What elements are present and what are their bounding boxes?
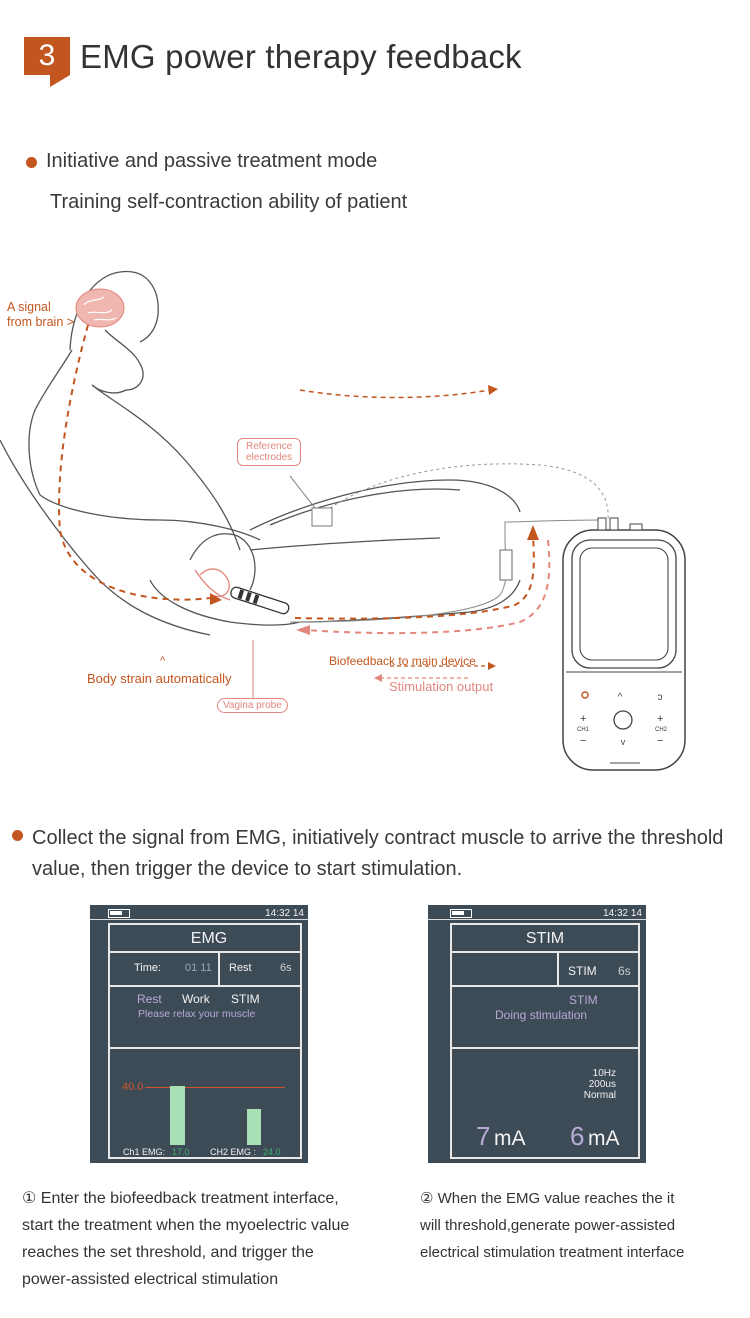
stim-label: STIM: [568, 964, 597, 978]
clock-text: 14:32 14: [603, 908, 642, 919]
vagina-probe-tag: Vagina probe: [217, 698, 288, 713]
current2-unit: mA: [588, 1127, 620, 1150]
status-text: Doing stimulation: [495, 1008, 588, 1022]
ch2-emg-label: CH2 EMG :: [210, 1147, 257, 1157]
brain-icon: [75, 288, 125, 328]
ch2-emg-bar: [247, 1109, 261, 1145]
current1-value: 7: [476, 1121, 491, 1151]
svg-text:^: ^: [618, 692, 623, 703]
emg-therapy-diagram: ^ ɔ v: [0, 270, 686, 771]
rest-label: Rest: [229, 962, 252, 974]
left-caption: ① Enter the biofeedback treatment interf…: [22, 1185, 402, 1293]
biofeedback-path: [294, 534, 535, 620]
mode-rest: Rest: [137, 992, 162, 1006]
instruction-text: Please relax your muscle: [138, 1008, 256, 1020]
left-caption-line: reaches the set threshold, and trigger t…: [22, 1244, 314, 1261]
current1-unit: mA: [494, 1127, 526, 1150]
reference-label-line2: electrodes: [246, 452, 293, 463]
section-number-badge: 3: [24, 37, 70, 75]
threshold-value: 40.0: [122, 1081, 144, 1093]
emg-screen: 14:32 14 EMG Time: 01 11 Rest 6s Rest Wo…: [90, 905, 308, 1163]
stim-title: STIM: [525, 930, 565, 947]
ch1-emg-label: Ch1 EMG:: [123, 1147, 166, 1157]
body-strain-caret: ^: [160, 655, 166, 667]
device-ch1-plus: +: [580, 713, 587, 725]
brain-signal-label-line2: from brain >: [7, 315, 75, 329]
right-caption: ② When the EMG value reaches the it will…: [420, 1185, 740, 1266]
left-caption-line: start the treatment when the myoelectric…: [22, 1217, 350, 1234]
ch1-emg-bar: [170, 1086, 185, 1145]
device-ch2-minus: −: [657, 735, 664, 747]
vagina-probe-icon: [230, 586, 290, 615]
brain-signal-label: A signal from brain >: [7, 300, 74, 330]
mode-work: Work: [182, 992, 210, 1006]
emg-title: EMG: [190, 930, 228, 947]
stim-screen: 14:32 14 STIM STIM 6s STIM Doing stimula…: [428, 905, 646, 1163]
rest-value: 6s: [280, 962, 292, 974]
svg-text:ɔ: ɔ: [658, 692, 663, 703]
ch2-emg-value: 24.0: [263, 1147, 281, 1157]
battery-icon: [108, 909, 130, 918]
right-caption-line: will threshold,generate power-assisted: [420, 1217, 676, 1234]
device-ch2-label: CH2: [655, 727, 668, 733]
device-ch2-plus: +: [657, 713, 664, 725]
reference-electrodes-tag: Reference electrodes: [237, 438, 302, 466]
battery-icon: [450, 909, 472, 918]
clock-text: 14:32 14: [265, 908, 304, 919]
reference-label-line1: Reference: [246, 441, 293, 452]
width-value: 200us: [588, 1079, 616, 1090]
mode-stim: STIM: [231, 992, 260, 1006]
stim-rest-value: 6s: [618, 964, 631, 978]
time-value: 01 11: [185, 962, 212, 974]
body-strain-label: Body strain automatically: [87, 671, 232, 686]
mode-value: Normal: [583, 1090, 616, 1101]
brain-signal-label-line1: A signal: [7, 300, 51, 314]
bullet-dot: [12, 830, 23, 841]
badge-tail: [50, 75, 70, 87]
device-ch1-label: CH1: [577, 727, 590, 733]
status-stim: STIM: [569, 993, 598, 1007]
left-caption-line: power-assisted electrical stimulation: [22, 1271, 279, 1288]
freq-value: 10Hz: [592, 1068, 616, 1079]
bullet-dot: [26, 157, 37, 168]
stimulation-path: [304, 539, 551, 635]
ch1-emg-value: 17.0: [172, 1147, 190, 1157]
collect-description: Collect the signal from EMG, initiativel…: [32, 827, 724, 880]
left-caption-line: ① Enter the biofeedback treatment interf…: [22, 1190, 339, 1207]
current2-value: 6: [570, 1121, 585, 1151]
threshold-line: [145, 1087, 285, 1088]
device-ch1-minus: −: [580, 735, 587, 747]
stimulation-output-label: Stimulation output: [389, 679, 494, 694]
biofeedback-label: Biofeedback to main device: [329, 654, 476, 668]
section-title: EMG power therapy feedback: [80, 38, 522, 75]
right-caption-line: ② When the EMG value reaches the it: [420, 1190, 675, 1207]
mode-subheading: Training self-contraction ability of pat…: [50, 191, 408, 213]
right-caption-line: electrical stimulation treatment interfa…: [420, 1244, 685, 1261]
main-device-icon: ^ ɔ v: [562, 517, 686, 771]
mode-heading: Initiative and passive treatment mode: [46, 150, 378, 172]
time-label: Time:: [134, 962, 162, 974]
svg-text:v: v: [621, 737, 626, 747]
